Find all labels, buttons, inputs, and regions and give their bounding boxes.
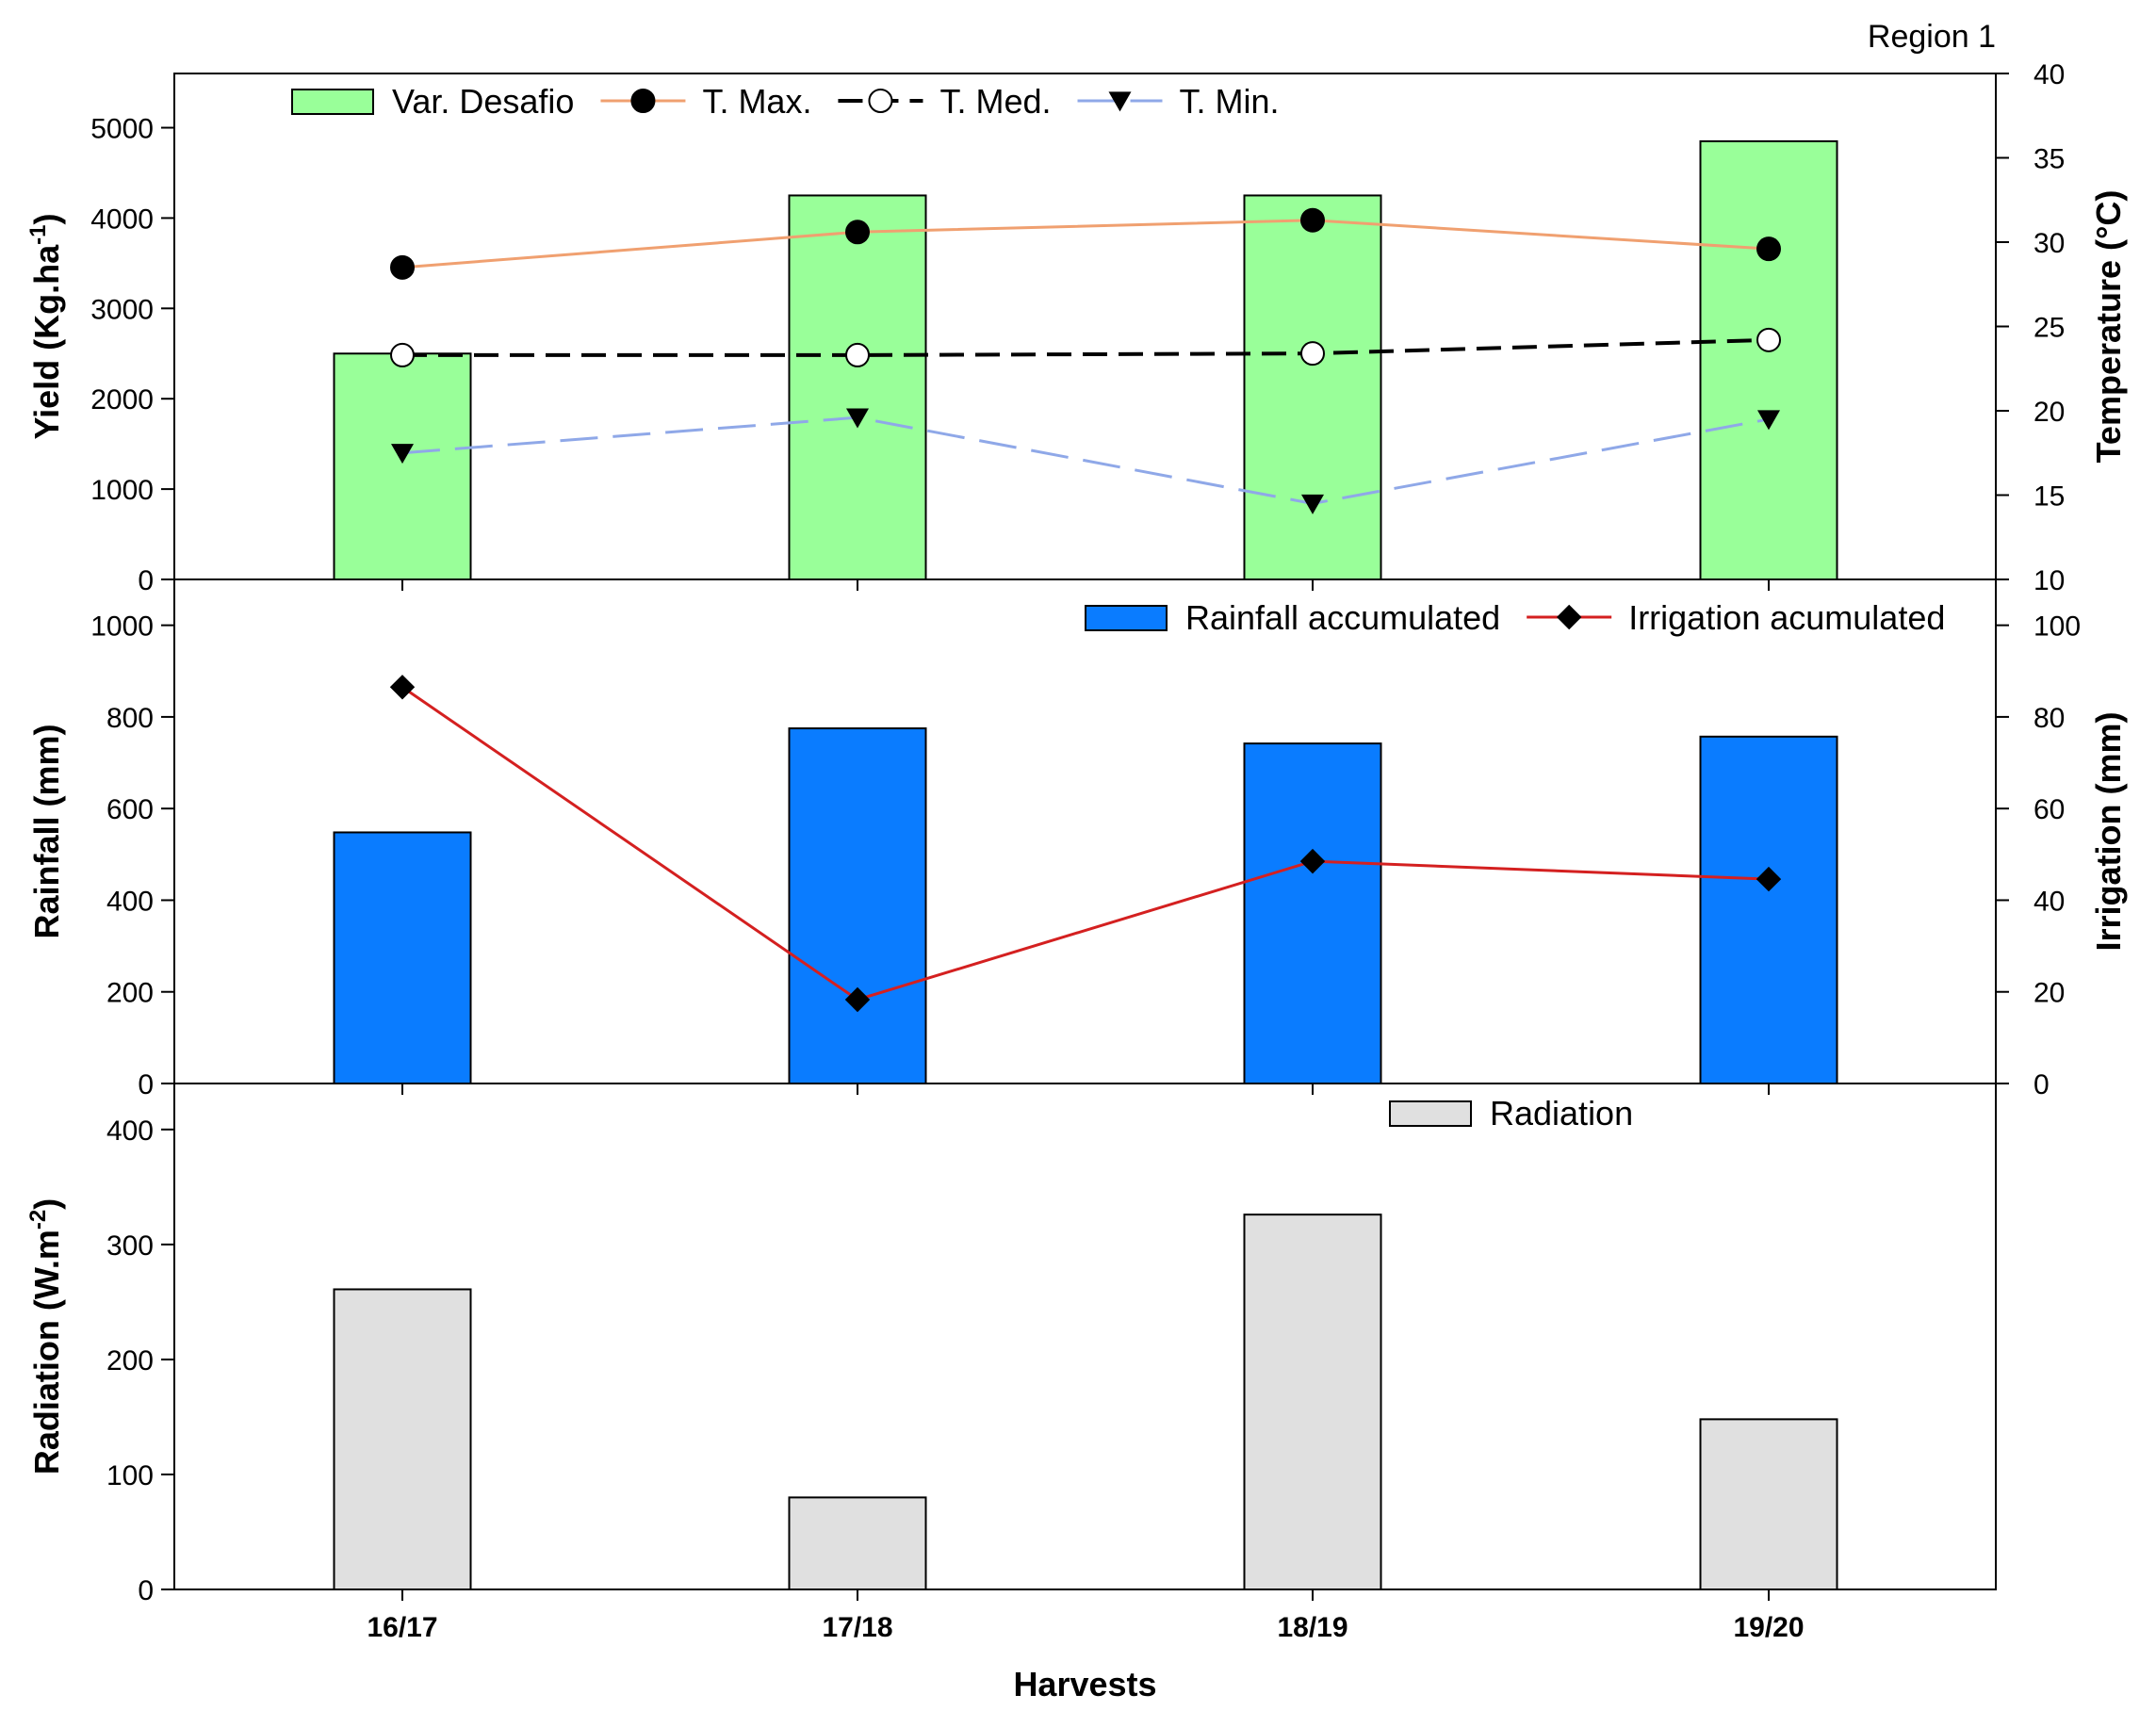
y-axis-label: Radiation (W.m-2)	[25, 1198, 66, 1474]
legend-marker-t-min	[1108, 91, 1132, 112]
y-tick-label: 100	[106, 1460, 154, 1491]
y2-tick-label: 25	[2034, 313, 2065, 344]
bar-radiation-16-17	[333, 1288, 472, 1590]
legend-label-rainfall-accumulated: Rainfall accumulated	[1185, 598, 1500, 637]
y-tick-label: 200	[106, 1345, 154, 1377]
y-tick-label: 0	[138, 1575, 154, 1606]
y2-axis-label: Temperature (°C)	[2089, 190, 2128, 464]
line-t-med	[402, 337, 1770, 357]
bar-radiation-18-19	[1243, 1214, 1382, 1591]
line-t-max	[401, 219, 1770, 269]
legend-label-var-desafio: Var. Desafio	[392, 82, 574, 121]
legend-label-t-min: T. Min.	[1180, 82, 1280, 121]
y-tick-label: 1000	[90, 475, 154, 506]
point-t-max-18-19	[1300, 207, 1325, 233]
legend: Rainfall accumulated Irrigation acumulate…	[1085, 598, 1945, 637]
y-tick-label: 0	[138, 1069, 154, 1100]
legend-swatch-radiation	[1389, 1100, 1472, 1127]
legend-marker-t-med	[868, 89, 893, 113]
legend-marker-t-max	[630, 89, 656, 113]
y-tick-label: 2000	[90, 384, 154, 415]
point-irrigation-acumulated-17-18	[844, 986, 871, 1013]
bar-rainfall-accumulated-17-18	[788, 727, 927, 1084]
legend-swatch-rainfall-accumulated	[1085, 605, 1168, 631]
y-tick-label: 4000	[90, 204, 154, 235]
point-t-med-17-18	[845, 342, 870, 367]
bar-var-desafio-16-17	[333, 352, 472, 580]
x-axis-label: Harvests	[1013, 1665, 1156, 1703]
y-tick-label: 200	[106, 978, 154, 1009]
bar-var-desafio-18-19	[1243, 194, 1382, 580]
y-tick-label: 1000	[90, 611, 154, 643]
x-tick-label: 17/18	[822, 1612, 892, 1643]
x-tick-label: 19/20	[1733, 1612, 1804, 1643]
y2-tick-label: 30	[2034, 228, 2065, 259]
y2-tick-label: 15	[2034, 481, 2065, 513]
y2-tick-label: 40	[2034, 59, 2065, 90]
y-tick-label: 800	[106, 703, 154, 734]
bar-var-desafio-17-18	[788, 194, 927, 580]
legend: Var. Desafio T. Max. T. Med. T. Min.	[291, 82, 1280, 121]
legend-marker-irrigation-acumulated	[1556, 604, 1582, 630]
point-irrigation-acumulated-16-17	[389, 675, 416, 700]
y-axis-label: Yield (Kg.ha-1)	[25, 213, 66, 439]
y2-tick-label: 10	[2034, 565, 2065, 596]
y-tick-label: 0	[138, 565, 154, 596]
y2-tick-label: 40	[2034, 886, 2065, 917]
bar-rainfall-accumulated-19-20	[1699, 735, 1838, 1085]
region-label: Region 1	[1868, 19, 1996, 55]
line-t-min	[401, 415, 1770, 505]
y-tick-label: 600	[106, 794, 154, 825]
y-tick-label: 400	[106, 1116, 154, 1147]
legend-swatch-var-desafio	[291, 89, 374, 115]
point-t-max-19-20	[1756, 236, 1781, 262]
y2-tick-label: 0	[2034, 1069, 2050, 1100]
bar-rainfall-accumulated-18-19	[1243, 742, 1382, 1084]
legend-label-irrigation-acumulated: Irrigation acumulated	[1628, 598, 1945, 637]
bar-var-desafio-19-20	[1699, 139, 1838, 580]
point-irrigation-acumulated-18-19	[1299, 848, 1326, 874]
x-tick-label: 16/17	[367, 1612, 437, 1643]
bar-radiation-17-18	[788, 1496, 927, 1591]
y-axis-label: Rainfall (mm)	[27, 724, 66, 938]
y-tick-label: 5000	[90, 114, 154, 145]
y2-tick-label: 35	[2034, 144, 2065, 175]
y2-tick-label: 80	[2034, 703, 2065, 734]
point-t-med-18-19	[1300, 341, 1325, 367]
y-tick-label: 400	[106, 886, 154, 917]
bar-radiation-19-20	[1699, 1418, 1838, 1590]
bar-rainfall-accumulated-16-17	[333, 831, 472, 1084]
point-t-min-18-19	[1301, 494, 1324, 514]
point-t-max-16-17	[390, 254, 415, 280]
y-tick-label: 300	[106, 1230, 154, 1262]
y2-tick-label: 60	[2034, 794, 2065, 825]
point-t-med-19-20	[1756, 327, 1781, 352]
legend-label-t-med: T. Med.	[939, 82, 1051, 121]
legend-label-t-max: T. Max.	[702, 82, 811, 121]
x-tick-label: 18/19	[1277, 1612, 1348, 1643]
point-t-min-19-20	[1757, 410, 1780, 431]
y2-tick-label: 20	[2034, 397, 2065, 428]
plot-frame	[173, 1083, 1997, 1590]
point-irrigation-acumulated-19-20	[1756, 866, 1782, 892]
point-t-min-16-17	[391, 444, 414, 464]
y-tick-label: 3000	[90, 294, 154, 325]
legend: Radiation	[1389, 1094, 1633, 1132]
legend-label-radiation: Radiation	[1490, 1094, 1633, 1132]
y2-tick-label: 100	[2034, 611, 2081, 643]
point-t-med-16-17	[390, 342, 415, 367]
line-irrigation-acumulated	[401, 686, 1770, 1002]
y2-axis-label: Irrigation (mm)	[2089, 711, 2128, 951]
y2-tick-label: 20	[2034, 978, 2065, 1009]
point-t-min-17-18	[846, 408, 869, 429]
point-t-max-17-18	[845, 220, 870, 245]
